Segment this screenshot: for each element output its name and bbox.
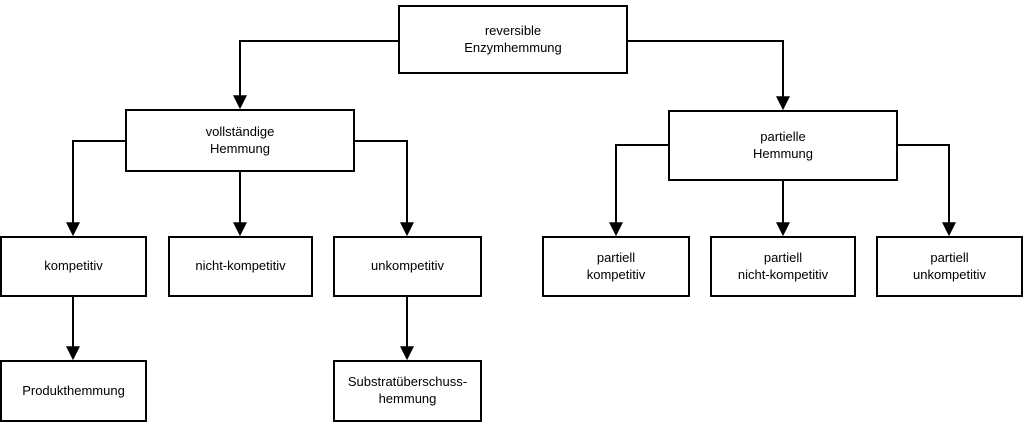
edge-partielle-partiell-unkompetitiv <box>898 144 956 237</box>
node-partiell-unkompetitiv: partiell unkompetitiv <box>876 236 1023 297</box>
node-vollstaendige-hemmung: vollständige Hemmung <box>125 109 355 172</box>
node-label: partiell unkompetitiv <box>913 249 986 282</box>
node-label: vollständige Hemmung <box>205 123 275 156</box>
node-label: kompetitiv <box>44 258 103 274</box>
edge-vollstaendige-kompetitiv <box>66 140 125 237</box>
node-label: unkompetitiv <box>371 258 444 274</box>
node-label: Substratüberschuss- hemmung <box>347 374 468 406</box>
node-label: nicht-kompetitiv <box>195 258 286 274</box>
node-partiell-kompetitiv: partiell kompetitiv <box>542 236 690 297</box>
node-label: reversible Enzymhemmung <box>464 22 562 55</box>
node-label: Produkthemmung <box>22 382 125 398</box>
edge-root-partielle <box>628 40 790 111</box>
node-unkompetitiv: unkompetitiv <box>333 236 482 297</box>
node-partiell-nicht-kompetitiv: partiell nicht-kompetitiv <box>710 236 856 297</box>
edge-root-vollstaendige <box>233 40 398 110</box>
node-label: partielle Hemmung <box>753 128 813 161</box>
node-kompetitiv: kompetitiv <box>0 236 147 297</box>
node-label: partiell kompetitiv <box>586 249 646 282</box>
node-nicht-kompetitiv: nicht-kompetitiv <box>168 236 313 297</box>
node-partielle-hemmung: partielle Hemmung <box>668 110 898 181</box>
edge-partielle-partiell-kompetitiv <box>609 144 668 237</box>
node-substratueberschusshemmung: Substratüberschuss- hemmung <box>333 360 482 422</box>
edge-vollstaendige-unkompetitiv <box>355 140 414 237</box>
node-label: partiell nicht-kompetitiv <box>737 249 829 282</box>
node-produkthemmung: Produkthemmung <box>0 360 147 422</box>
node-reversible-enzymhemmung: reversible Enzymhemmung <box>398 5 628 74</box>
